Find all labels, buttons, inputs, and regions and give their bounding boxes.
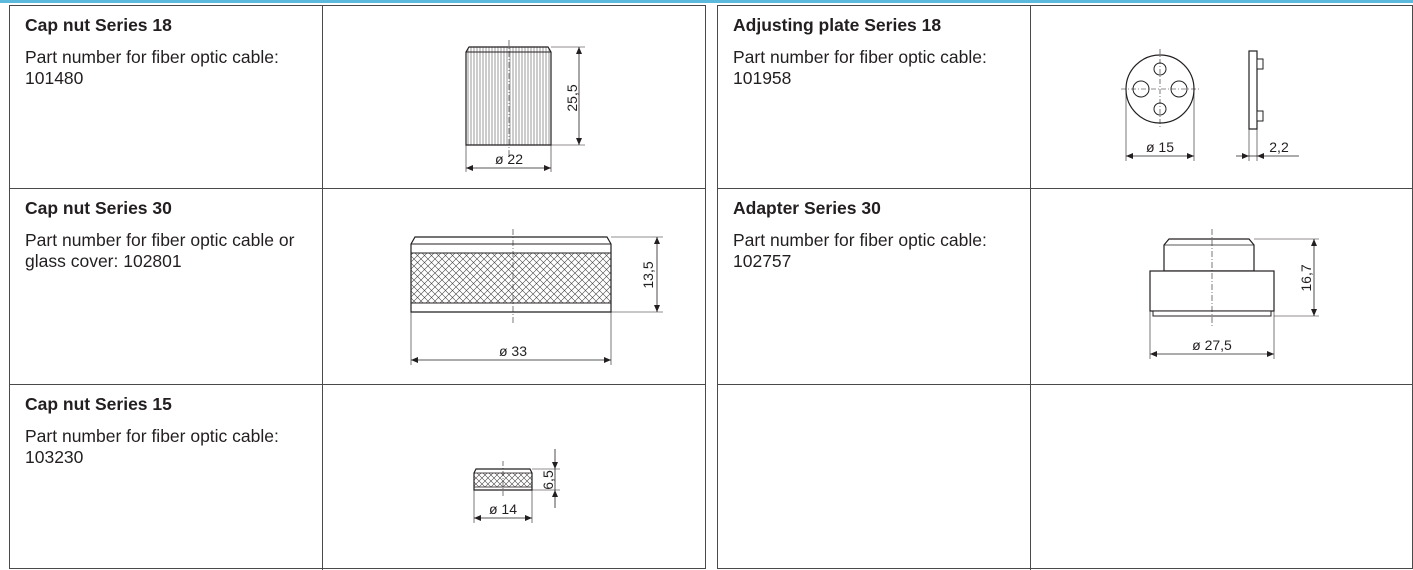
dimension-label: 2,2 (1269, 139, 1289, 155)
parts-table-left: Cap nut Series 18 Part number for fiber … (9, 5, 706, 570)
part-description: Part number for fiber optic cable: 10275… (733, 230, 987, 271)
part-info-cell: Cap nut Series 30 Part number for fiber … (10, 189, 323, 384)
dimension-label: ø 27,5 (1192, 337, 1232, 353)
empty-row (718, 385, 1412, 570)
part-drawing-cell: ø 15 2,2 (1031, 6, 1412, 188)
dimension-label: 25,5 (564, 84, 580, 111)
part-description: Part number for fiber optic cable: 10148… (25, 47, 279, 88)
adapter-30-drawing: 16,7 ø 27,5 (1149, 229, 1319, 359)
empty-drawing-cell (1031, 385, 1412, 570)
dimension-label: 13,5 (640, 261, 656, 288)
top-accent-line (0, 0, 1413, 3)
dimension-label: 6,5 (540, 470, 556, 490)
part-row: Adapter Series 30 Part number for fiber … (718, 189, 1412, 385)
part-row: Cap nut Series 30 Part number for fiber … (10, 189, 705, 385)
dimension-label: ø 15 (1146, 139, 1174, 155)
part-description: Part number for fiber optic cable or gla… (25, 230, 295, 271)
part-info-cell: Adjusting plate Series 18 Part number fo… (718, 6, 1031, 188)
part-description: Part number for fiber optic cable: 10195… (733, 47, 987, 88)
part-title: Cap nut Series 30 (25, 198, 172, 218)
cap-nut-30-drawing: 13,5 ø 33 (410, 229, 663, 365)
part-title: Adapter Series 30 (733, 198, 881, 218)
adjusting-plate-18-drawing: ø 15 2,2 (1121, 49, 1299, 161)
parts-table-right: Adjusting plate Series 18 Part number fo… (717, 5, 1413, 570)
part-drawing-cell: 13,5 ø 33 (323, 189, 705, 384)
part-title: Cap nut Series 15 (25, 394, 172, 414)
empty-info-cell (718, 385, 1031, 570)
part-row: Cap nut Series 15 Part number for fiber … (10, 385, 705, 570)
dimension-label: ø 14 (489, 501, 517, 517)
part-drawing-cell: 6,5 ø 14 (323, 385, 705, 570)
dimension-label: ø 33 (499, 343, 527, 359)
part-info-cell: Cap nut Series 18 Part number for fiber … (10, 6, 323, 188)
part-row: Cap nut Series 18 Part number for fiber … (10, 6, 705, 189)
part-description: Part number for fiber optic cable: 10323… (25, 426, 279, 467)
part-title: Adjusting plate Series 18 (733, 15, 942, 35)
cap-nut-15-drawing: 6,5 ø 14 (473, 449, 560, 523)
part-info-cell: Adapter Series 30 Part number for fiber … (718, 189, 1031, 384)
part-row: Adjusting plate Series 18 Part number fo… (718, 6, 1412, 189)
part-title: Cap nut Series 18 (25, 15, 172, 35)
dimension-label: 16,7 (1298, 264, 1314, 291)
part-drawing-cell: 25,5 ø 22 (323, 6, 705, 188)
part-info-cell: Cap nut Series 15 Part number for fiber … (10, 385, 323, 570)
dimension-label: ø 22 (495, 151, 523, 167)
cap-nut-18-drawing: 25,5 ø 22 (465, 40, 585, 172)
part-drawing-cell: 16,7 ø 27,5 (1031, 189, 1412, 384)
